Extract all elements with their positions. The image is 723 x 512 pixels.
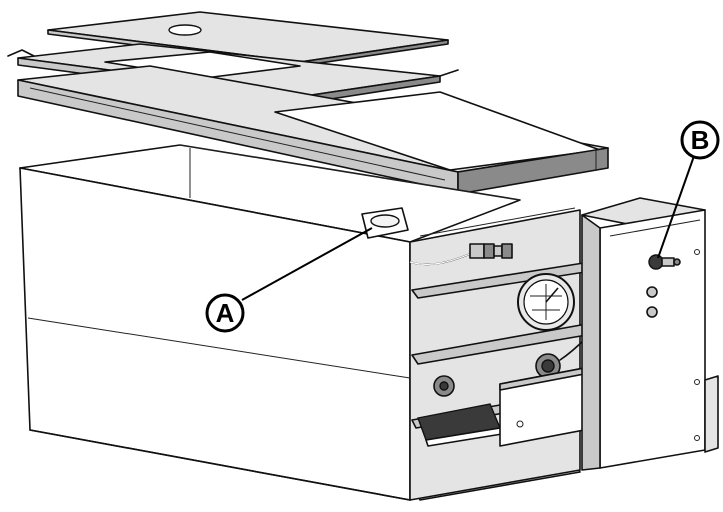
callout-b-leader bbox=[657, 155, 695, 259]
callout-a-leader bbox=[241, 227, 373, 301]
control-box bbox=[581, 197, 719, 471]
callout-a-circle bbox=[205, 293, 245, 333]
callout-b-label: B bbox=[691, 125, 710, 155]
callout-b-circle bbox=[680, 120, 720, 160]
cover-plate-hole bbox=[168, 24, 202, 36]
hose-fitting bbox=[409, 243, 513, 266]
control-knob bbox=[648, 254, 681, 270]
frypot-tray bbox=[17, 65, 609, 213]
sensor-port bbox=[361, 207, 409, 239]
callout-a-label: A bbox=[216, 298, 235, 328]
callout-b: B bbox=[657, 120, 720, 259]
callout-a: A bbox=[205, 227, 373, 333]
pressure-gauge bbox=[517, 273, 575, 331]
